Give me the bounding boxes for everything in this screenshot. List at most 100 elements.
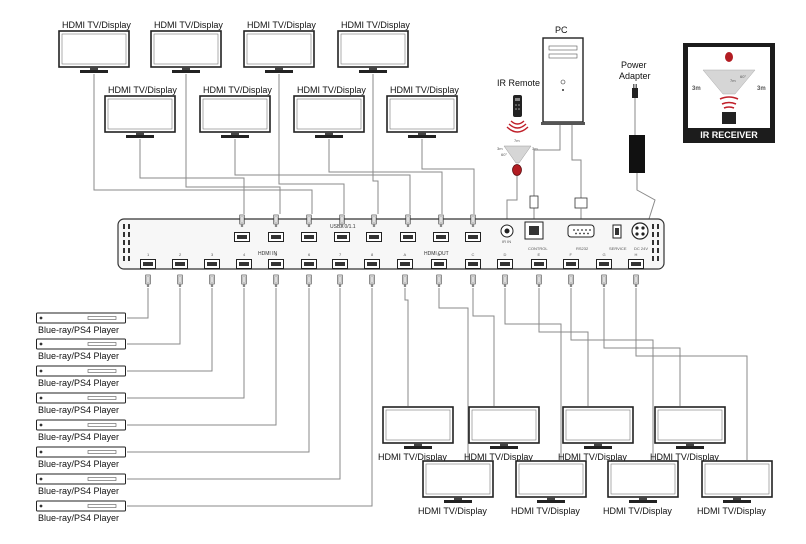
top-display-cable-6 <box>234 139 411 214</box>
hdmi-out-plug-E-icon <box>536 274 542 288</box>
hdmi-out-port-E[interactable] <box>531 259 547 269</box>
hdmi-out-port-H[interactable] <box>628 259 644 269</box>
player-cable-1 <box>127 288 149 319</box>
top-display-5-label: HDMI TV/Display <box>108 85 177 95</box>
bottom-display-8-icon <box>701 460 773 504</box>
hdmi-out-E-letter: E <box>538 252 541 257</box>
usb-port-7[interactable] <box>433 232 449 242</box>
panel-right-ear <box>652 224 659 261</box>
usb-port-8[interactable] <box>465 232 481 242</box>
player-cable-8 <box>127 288 373 507</box>
hdmi-in-port-7[interactable] <box>332 259 348 269</box>
top-display-4-label: HDMI TV/Display <box>341 20 410 30</box>
top-display-cable-2 <box>185 74 281 214</box>
top-display-6-label: HDMI TV/Display <box>203 85 272 95</box>
rs232-label: RS232 <box>576 246 589 251</box>
hdmi-in-port-2[interactable] <box>172 259 188 269</box>
hdmi-out-plug-C-icon <box>470 274 476 288</box>
hdmi-out-plug-F-icon <box>568 274 574 288</box>
top-display-2-label: HDMI TV/Display <box>154 20 223 30</box>
dc-power-port[interactable] <box>631 222 649 240</box>
ir-receiver-label: IR RECEIVER <box>700 130 758 140</box>
pc-label: PC <box>555 25 568 35</box>
bottom-display-1-label: HDMI TV/Display <box>378 452 447 462</box>
hdmi-in-3-number: 3 <box>211 252 214 257</box>
hdmi-in-port-8[interactable] <box>364 259 380 269</box>
hdmi-in-8-number: 8 <box>371 252 374 257</box>
player-2-label: Blue-ray/PS4 Player <box>38 351 119 361</box>
ir-remote-group: IR Remote 7m 3m 3m 60° <box>497 78 540 176</box>
pc-rs232-cable <box>571 125 582 200</box>
bottom-display-3-label: HDMI TV/Display <box>558 452 627 462</box>
bottom-display-2-label: HDMI TV/Display <box>464 452 533 462</box>
hdmi-out-port-B[interactable] <box>431 259 447 269</box>
lan-plug-icon <box>529 195 539 209</box>
power-brick-icon <box>629 135 645 173</box>
ir-receiver-illustration: 7m 60° 3m 3m IR RECEIVER <box>683 43 775 143</box>
usb-port-6[interactable] <box>400 232 416 242</box>
ir-receiver-left: 3m <box>692 86 701 92</box>
power-adapter-group: Power Adapter <box>619 60 651 173</box>
hdmi-out-port-A[interactable] <box>397 259 413 269</box>
hdmi-in-plug-3-icon <box>209 274 215 288</box>
panel-left-ear <box>123 224 130 261</box>
hdmi-out-cable-A <box>404 288 409 406</box>
hdmi-out-A-letter: A <box>404 252 407 257</box>
hdmi-in-port-3[interactable] <box>204 259 220 269</box>
hdmi-out-cable-E <box>538 288 589 406</box>
top-display-7-icon <box>293 95 365 139</box>
player-5-label: Blue-ray/PS4 Player <box>38 432 119 442</box>
player-3-icon <box>35 365 127 377</box>
hdmi-in-plug-1-icon <box>145 274 151 288</box>
hdmi-in-6-number: 6 <box>308 252 311 257</box>
hdmi-in-plug-5-icon <box>273 274 279 288</box>
hdmi-in-plug-2-icon <box>177 274 183 288</box>
hdmi-in-plug-7-icon <box>337 274 343 288</box>
usb-port-4[interactable] <box>334 232 350 242</box>
bottom-display-6-label: HDMI TV/Display <box>511 506 580 516</box>
rs232-plug-icon <box>574 197 588 209</box>
top-display-cable-8 <box>421 139 475 214</box>
hdmi-out-plug-G-icon <box>601 274 607 288</box>
power-dc-cable <box>636 173 656 223</box>
ir-receiver-range: 7m <box>730 78 736 83</box>
top-display-6-icon <box>199 95 271 139</box>
top-display-4-icon <box>337 30 409 74</box>
cable-layer <box>93 74 748 507</box>
hdmi-out-cable-F <box>570 288 654 460</box>
hdmi-in-4-number: 4 <box>243 252 246 257</box>
player-8-icon <box>35 500 127 512</box>
hdmi-in-plug-6-icon <box>306 274 312 288</box>
usb-port-2[interactable] <box>268 232 284 242</box>
hdmi-in-port-1[interactable] <box>140 259 156 269</box>
hdmi-out-port-D[interactable] <box>497 259 513 269</box>
hdmi-out-plug-B-icon <box>436 274 442 288</box>
rs232-port[interactable] <box>567 224 595 238</box>
hdmi-in-port-5[interactable] <box>268 259 284 269</box>
ir-remote-left: 3m <box>497 146 503 151</box>
ir-receiver-remote-icon <box>722 112 736 124</box>
player-1-label: Blue-ray/PS4 Player <box>38 325 119 335</box>
hdmi-in-2-number: 2 <box>179 252 182 257</box>
usb-port-5[interactable] <box>366 232 382 242</box>
hdmi-out-G-letter: G <box>603 252 606 257</box>
player-cable-5 <box>127 288 277 426</box>
control-label: CONTROL <box>528 246 548 251</box>
usb-port-3[interactable] <box>301 232 317 242</box>
hdmi-out-C-letter: C <box>472 252 475 257</box>
hdmi-in-port-4[interactable] <box>236 259 252 269</box>
hdmi-out-port-G[interactable] <box>596 259 612 269</box>
usb-port-1[interactable] <box>234 232 250 242</box>
hdmi-out-port-F[interactable] <box>563 259 579 269</box>
hdmi-out-port-C[interactable] <box>465 259 481 269</box>
hdmi-in-port-6[interactable] <box>301 259 317 269</box>
matrix-switch-panel: HDMI IN HDMI OUT USB2.0/1.1 IR IN CONTRO… <box>117 214 665 288</box>
top-display-cable-4 <box>372 74 379 214</box>
top-display-2-icon <box>150 30 222 74</box>
hdmi-out-cable-B <box>438 288 469 460</box>
ir-receiver-angle: 60° <box>740 74 746 79</box>
top-display-5-icon <box>104 95 176 139</box>
top-display-1-label: HDMI TV/Display <box>62 20 131 30</box>
hdmi-in-7-number: 7 <box>339 252 342 257</box>
